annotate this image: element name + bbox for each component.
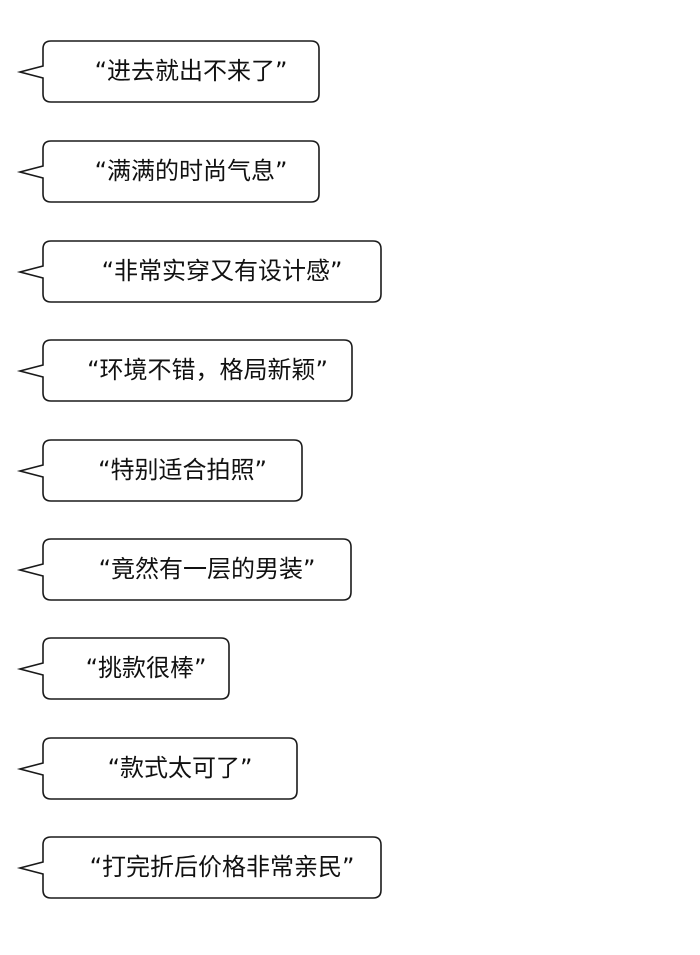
speech-bubble-outline xyxy=(16,240,382,303)
speech-bubble-7: “挑款很棒” xyxy=(16,637,230,700)
speech-bubble-text: “进去就出不来了” xyxy=(94,57,288,85)
speech-bubble-outline xyxy=(16,836,382,899)
speech-bubble-outline xyxy=(16,637,230,700)
speech-bubble-outline xyxy=(16,339,353,402)
speech-bubble-text: “竟然有一层的男装” xyxy=(98,555,316,583)
speech-bubble-9: “打完折后价格非常亲民” xyxy=(16,836,382,899)
speech-bubble-text: “非常实穿又有设计感” xyxy=(101,257,343,285)
speech-bubble-outline xyxy=(16,538,352,601)
speech-bubble-outline xyxy=(16,140,320,203)
speech-bubble-3: “非常实穿又有设计感” xyxy=(16,240,382,303)
speech-bubble-outline xyxy=(16,439,303,502)
speech-bubble-text: “挑款很棒” xyxy=(85,654,207,682)
speech-bubble-2: “满满的时尚气息” xyxy=(16,140,320,203)
speech-bubble-text: “特别适合拍照” xyxy=(98,456,267,484)
speech-bubble-text: “款式太可了” xyxy=(107,754,253,782)
speech-bubble-outline xyxy=(16,40,320,103)
speech-bubble-text: “环境不错，格局新颖” xyxy=(87,356,328,384)
speech-bubble-1: “进去就出不来了” xyxy=(16,40,320,103)
speech-bubble-5: “特别适合拍照” xyxy=(16,439,303,502)
speech-bubble-6: “竟然有一层的男装” xyxy=(16,538,352,601)
speech-bubble-4: “环境不错，格局新颖” xyxy=(16,339,353,402)
speech-bubble-outline xyxy=(16,737,298,800)
speech-bubble-text: “满满的时尚气息” xyxy=(94,157,288,185)
speech-bubble-text: “打完折后价格非常亲民” xyxy=(89,853,355,881)
speech-bubble-8: “款式太可了” xyxy=(16,737,298,800)
